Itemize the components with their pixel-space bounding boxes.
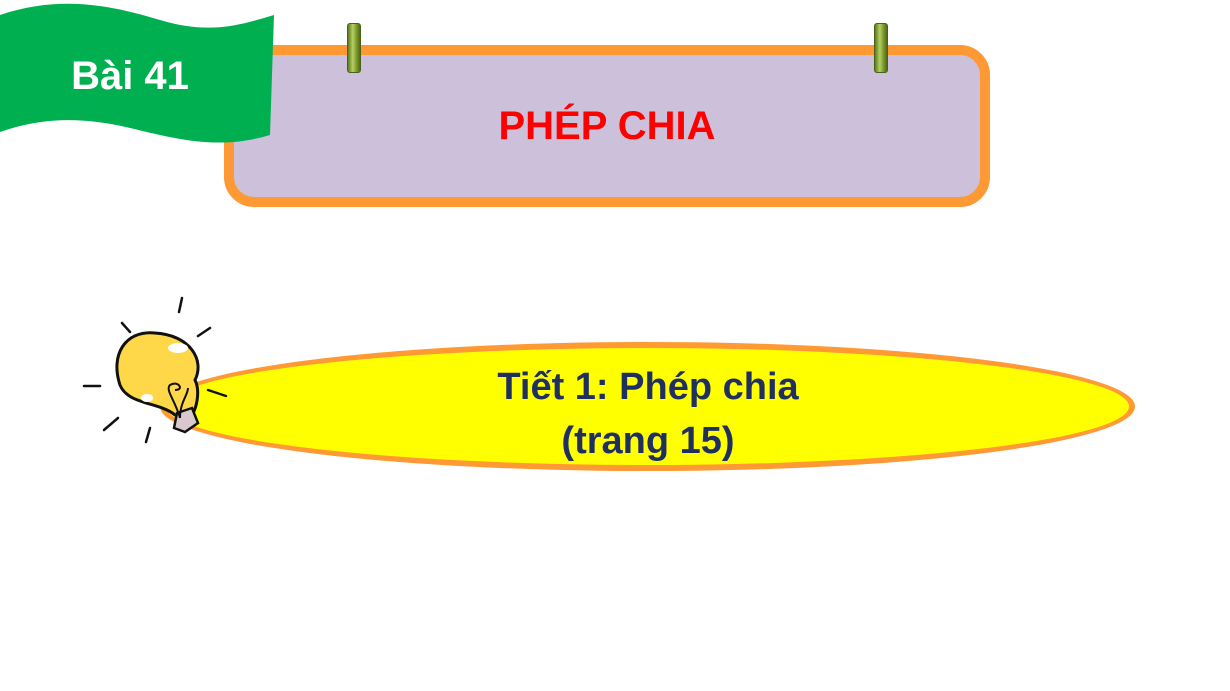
pin-right-icon xyxy=(874,23,888,73)
lesson-title: Tiết 1: Phép chia xyxy=(497,366,799,408)
lightbulb-icon xyxy=(82,296,228,444)
pin-left-icon xyxy=(347,23,361,73)
lesson-number: Bài 41 xyxy=(71,54,189,98)
flag-banner-icon xyxy=(0,3,274,143)
lesson-page: (trang 15) xyxy=(561,420,735,462)
lesson-heading: Tiết 1: Phép chia (trang 15) xyxy=(380,360,916,468)
slide-title: PHÉP CHIA xyxy=(498,104,716,148)
